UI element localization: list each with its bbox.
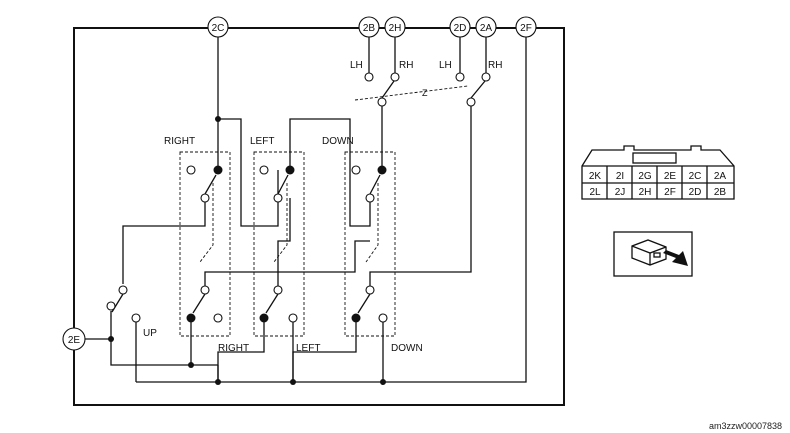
left-label-top: LEFT	[250, 136, 274, 147]
pin-2A: 2A	[714, 171, 727, 182]
up-switch-contacts	[106, 301, 116, 311]
pin-2E: 2E	[664, 171, 677, 182]
terminal-2F: 2F	[515, 16, 537, 38]
terminal-2A-label: 2A	[480, 23, 493, 34]
terminal-2E-label: 2E	[68, 335, 81, 346]
pin-2G: 2G	[638, 171, 652, 182]
pin-2C: 2C	[689, 171, 702, 182]
junctions	[108, 116, 386, 385]
selector-link	[354, 85, 469, 101]
terminal-2B: 2B	[358, 16, 380, 38]
selector-lh-rh-left: LH RH	[350, 60, 413, 107]
lh-label-right: LH	[439, 60, 452, 71]
terminal-2H: 2H	[384, 16, 406, 38]
connector-face: 2K 2I 2G 2E 2C 2A 2L 2J 2H 2F 2D 2B	[581, 145, 735, 200]
wires	[85, 37, 527, 383]
down-label-bottom: DOWN	[391, 343, 423, 354]
terminal-2A: 2A	[475, 16, 497, 38]
switch-left-lower: LEFT	[259, 285, 320, 354]
terminal-2C-label: 2C	[212, 23, 225, 34]
pin-2J: 2J	[615, 187, 626, 198]
selector-link-mark: Z	[422, 88, 428, 98]
switch-up-lower: UP	[110, 285, 157, 339]
switch-right-upper: RIGHT	[164, 136, 231, 337]
pin-2I: 2I	[616, 171, 624, 182]
rh-label-right: RH	[488, 60, 502, 71]
reference-code: am3zzw00007838	[708, 421, 782, 431]
right-label-top: RIGHT	[164, 136, 195, 147]
pin-2B: 2B	[714, 187, 727, 198]
switch-down-lower: DOWN	[351, 285, 423, 354]
terminal-2C: 2C	[207, 16, 229, 38]
left-label-bottom: LEFT	[296, 343, 320, 354]
right-label-bottom: RIGHT	[218, 343, 249, 354]
terminal-2F-label: 2F	[520, 23, 532, 34]
pin-2F: 2F	[664, 187, 676, 198]
switch-left-upper: LEFT	[250, 136, 305, 337]
down-label-top: DOWN	[322, 136, 354, 147]
connector-view-icon	[613, 231, 693, 277]
terminal-2D: 2D	[449, 16, 471, 38]
pin-2L: 2L	[589, 187, 601, 198]
rh-label-left: RH	[399, 60, 413, 71]
switch-down-upper: DOWN	[322, 136, 396, 337]
lh-label-left: LH	[350, 60, 363, 71]
gang-links	[199, 183, 379, 263]
terminal-2B-label: 2B	[363, 23, 376, 34]
terminal-2D-label: 2D	[454, 23, 467, 34]
terminal-2E: 2E	[62, 327, 86, 351]
pin-2H: 2H	[639, 187, 652, 198]
selector-lh-rh-right: LH RH	[439, 60, 502, 107]
terminal-2H-label: 2H	[389, 23, 402, 34]
switch-frame	[73, 27, 565, 406]
pin-2D: 2D	[689, 187, 702, 198]
switch-right-lower: RIGHT	[186, 285, 249, 354]
pin-2K: 2K	[589, 171, 602, 182]
up-label: UP	[143, 328, 157, 339]
